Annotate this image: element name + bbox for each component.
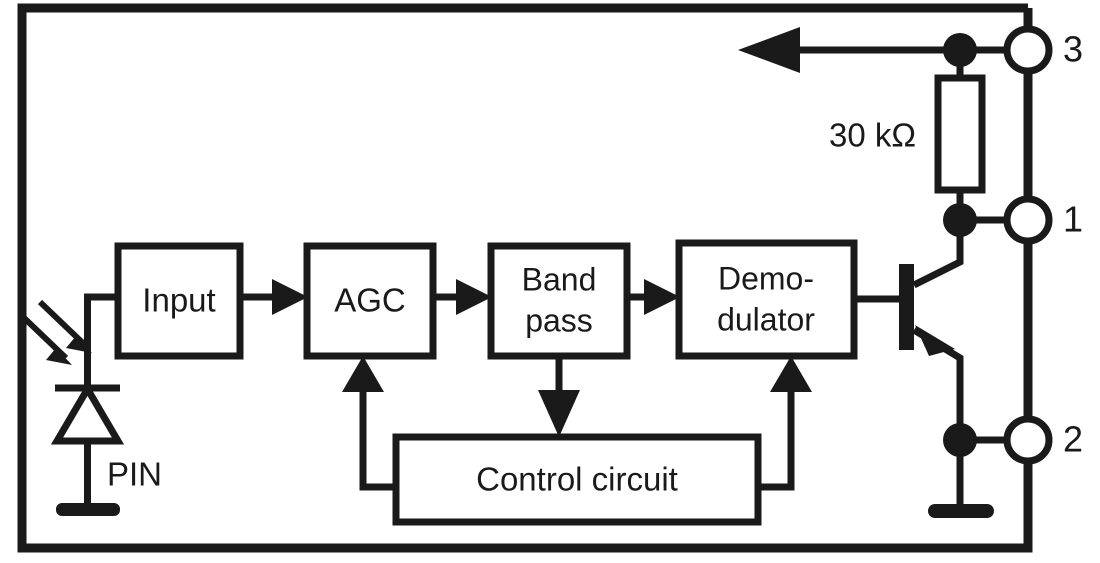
wire-agc-to-bandpass [433, 279, 492, 315]
terminal-3[interactable]: 3 [1003, 25, 1083, 75]
package-outline [17, 3, 1033, 553]
junction-dot-1 [943, 203, 977, 237]
block-bandpass-label-line2: pass [525, 302, 593, 338]
photodiode-label: PIN [107, 456, 162, 493]
terminal-1-number: 1 [1063, 199, 1083, 240]
terminal-2[interactable]: 2 [1003, 415, 1083, 465]
block-demodulator: Demo- dulator [675, 239, 858, 360]
pin-photodiode-symbol [17, 293, 125, 516]
incident-light-icon [17, 299, 92, 365]
block-input-label: Input [142, 282, 215, 319]
terminal-1[interactable]: 1 [1003, 195, 1083, 245]
wire-bandpass-to-demodulator [627, 279, 680, 315]
terminal-2-number: 2 [1063, 419, 1083, 460]
block-agc-label: AGC [334, 282, 406, 319]
pullup-resistor-symbol [934, 50, 986, 220]
junction-dot-3 [943, 33, 977, 67]
output-transistor-symbol [854, 222, 964, 440]
block-input: Input [114, 242, 244, 360]
wire-control-to-agc [342, 356, 396, 491]
wire-control-to-demodulator [758, 356, 812, 491]
wire-bandpass-to-control [538, 356, 580, 437]
block-demodulator-label-line1: Demo- [718, 260, 814, 296]
output-signal-arrow [738, 27, 948, 73]
block-agc: AGC [303, 242, 437, 360]
resistor-value-label: 30 kΩ [829, 117, 916, 154]
terminal-3-number: 3 [1063, 29, 1083, 70]
wire-input-to-agc [240, 279, 308, 315]
block-control-circuit-label: Control circuit [476, 461, 678, 498]
block-control-circuit: Control circuit [392, 433, 762, 526]
block-bandpass: Band pass [487, 242, 631, 360]
block-bandpass-label-line1: Band [522, 261, 597, 297]
junction-dot-2 [943, 423, 977, 457]
block-demodulator-label-line2: dulator [717, 301, 815, 337]
